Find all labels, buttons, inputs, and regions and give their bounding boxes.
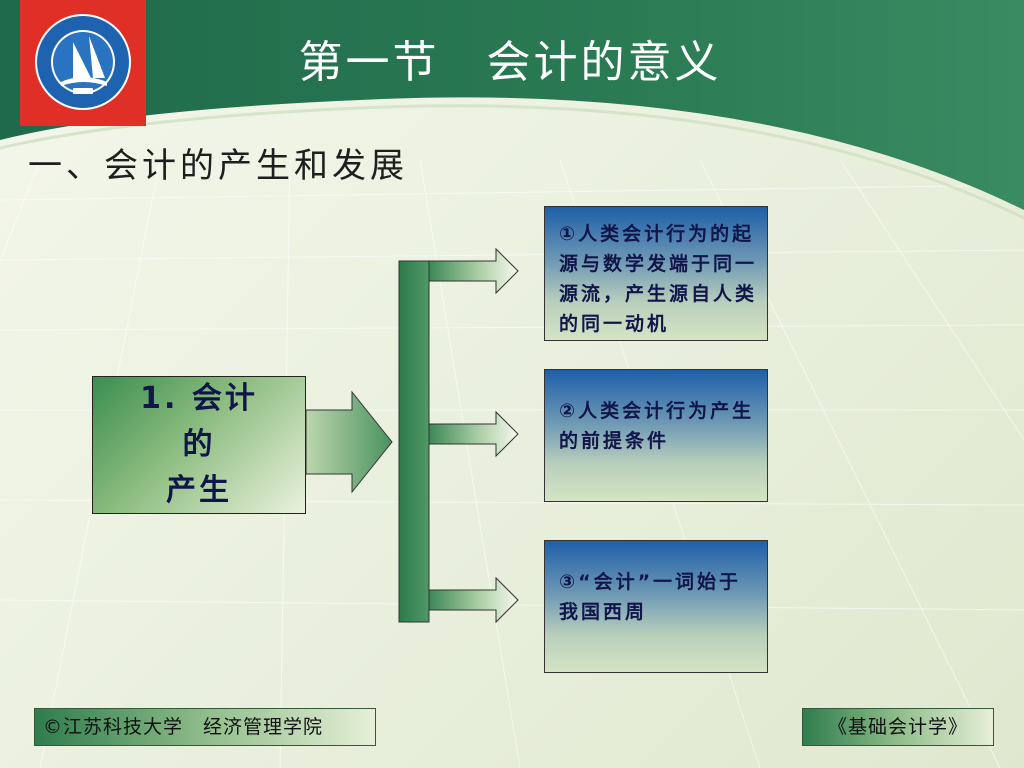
source-arrow <box>305 390 393 494</box>
connector-bar <box>398 260 430 623</box>
section-heading: 一、会计的产生和发展 <box>28 146 408 186</box>
branch-arrow-3 <box>428 576 519 624</box>
result-box-3: ③“会计”一词始于我国西周 <box>544 540 768 673</box>
result-box-1: ①人类会计行为的起源与数学发端于同一源流，产生源自人类的同一动机 <box>544 206 768 341</box>
header-band <box>0 0 1024 210</box>
university-logo <box>20 0 146 126</box>
source-box: 1. 会计的 产生 <box>92 376 306 514</box>
branch-arrow-2 <box>428 410 519 458</box>
source-label-line1: 1. 会计的 <box>140 381 258 462</box>
result-box-2: ②人类会计行为产生的前提条件 <box>544 369 768 502</box>
source-label: 1. 会计的 产生 <box>124 376 274 514</box>
header-curve-line <box>0 104 1024 220</box>
slide-title: 第一节 会计的意义 <box>298 37 722 88</box>
branch-arrow-1 <box>428 247 519 295</box>
university-emblem-icon <box>35 14 131 110</box>
source-label-line2: 产生 <box>166 473 232 508</box>
footer-institution: ©江苏科技大学 经济管理学院 <box>34 708 376 746</box>
footer-course: 《基础会计学》 <box>802 708 994 746</box>
